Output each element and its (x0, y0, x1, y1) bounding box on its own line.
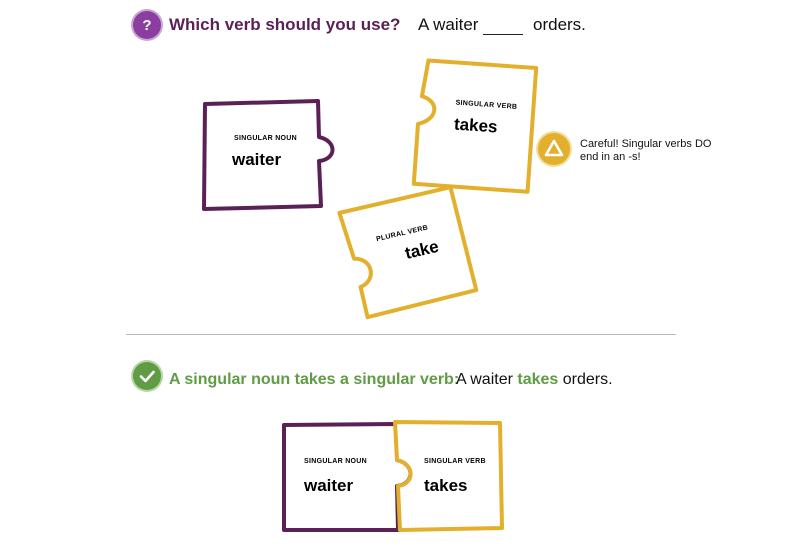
warning-text: Careful! Singular verbs DO end in an -s! (580, 138, 712, 163)
answer-verb-word: takes (424, 476, 467, 495)
answer-puzzle-piece-verb: SINGULAR VERB takes (393, 420, 504, 532)
answer-noun-label: SINGULAR NOUN (304, 458, 367, 465)
answer-sentence-start: A waiter (456, 371, 518, 388)
answer-rule: A singular noun takes a singular verb: (169, 371, 460, 388)
divider (126, 334, 676, 335)
check-icon (133, 362, 161, 390)
warning-icon (538, 133, 570, 165)
question-icon: ? (133, 11, 161, 39)
answer-verb: takes (517, 371, 559, 388)
singular-verb-word: takes (453, 114, 498, 136)
singular-noun-word: waiter (231, 150, 282, 169)
puzzle-piece-singular-noun[interactable]: SINGULAR NOUN waiter (202, 99, 335, 211)
sentence-start: A waiter (418, 15, 479, 34)
puzzle-piece-singular-verb[interactable]: SINGULAR VERB takes (411, 58, 539, 194)
answer-sentence-end: orders. (558, 371, 613, 388)
puzzle-piece-plural-verb[interactable]: PLURAL VERB take (337, 185, 479, 320)
answer-puzzle-piece-noun: SINGULAR NOUN waiter (282, 422, 413, 532)
answer-noun-word: waiter (303, 476, 354, 495)
sentence-end: orders. (533, 15, 586, 34)
question-prompt: Which verb should you use? (169, 15, 401, 34)
sentence-blank (483, 34, 523, 35)
singular-noun-label: SINGULAR NOUN (234, 135, 297, 142)
answer-verb-label: SINGULAR VERB (424, 458, 486, 465)
answer-sentence: A waiter takes orders. (456, 371, 613, 389)
singular-verb-label: SINGULAR VERB (455, 100, 517, 111)
